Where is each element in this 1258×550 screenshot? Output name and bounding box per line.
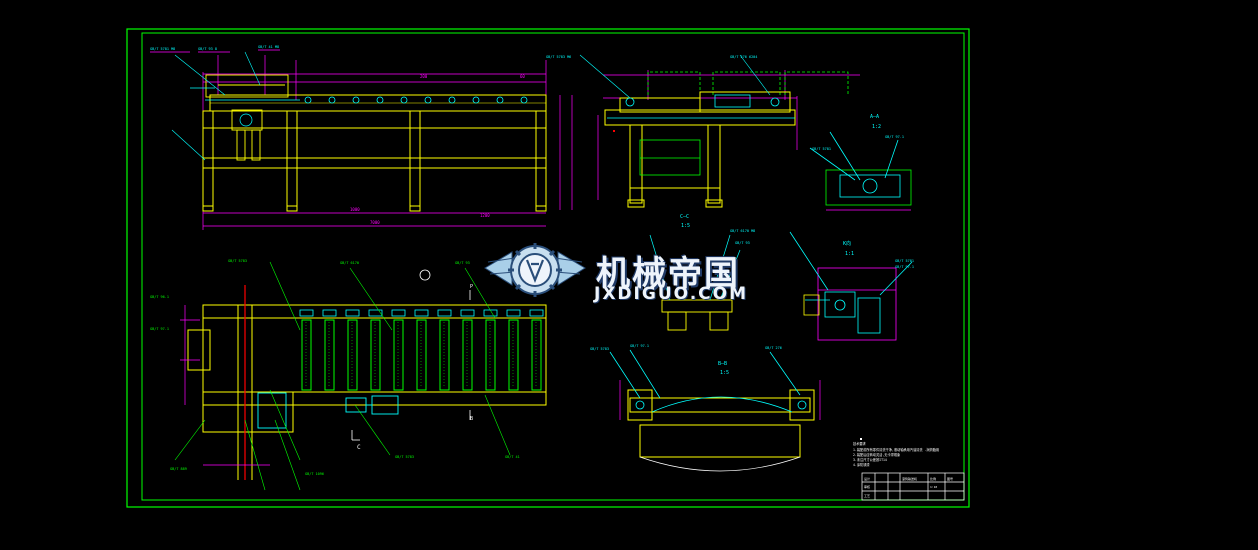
svg-text:1000: 1000 — [350, 207, 360, 212]
title-block — [861, 472, 965, 501]
plan-view: C B P GB/T 5783 GB/T 6170 GB/T 93 GB/T 1… — [150, 259, 547, 491]
svg-text:GB/T 1096: GB/T 1096 — [305, 472, 324, 476]
watermark-brand-text: 机械帝国 — [596, 254, 740, 294]
svg-text:GB/T 276: GB/T 276 — [765, 346, 782, 350]
svg-text:GB/T 276 6204: GB/T 276 6204 — [730, 55, 757, 59]
svg-text:技术要求: 技术要求 — [853, 441, 867, 446]
section-cc-scale: 1:5 — [681, 223, 690, 229]
svg-text:审核: 审核 — [864, 484, 870, 489]
section-bb: B–B 1:5 GB/T 5783 GB/T 97.1 GB/T 276 — [590, 344, 821, 472]
section-aa-scale: 1:2 — [872, 124, 881, 130]
svg-text:GB/T 97.1: GB/T 97.1 — [150, 327, 169, 331]
svg-text:3.未注尺寸公差按IT14: 3.未注尺寸公差按IT14 — [853, 457, 887, 462]
svg-text:GB/T 41 M8: GB/T 41 M8 — [258, 45, 279, 49]
section-bb-title: B–B — [718, 361, 727, 367]
svg-text:GB/T 5781: GB/T 5781 — [895, 259, 914, 263]
svg-text:GB/T 97.1: GB/T 97.1 — [630, 344, 649, 348]
svg-text:1200: 1200 — [480, 213, 490, 218]
roller-group — [301, 319, 542, 391]
svg-text:GB/T 5781 M8: GB/T 5781 M8 — [150, 47, 175, 51]
section-cc-title: C–C — [680, 214, 689, 220]
section-aa: A–A 1:2 GB/T 5781 GB/T 97.1 — [809, 114, 912, 211]
svg-text:GB/T 5781: GB/T 5781 — [812, 147, 831, 151]
svg-text:GB/T 5783: GB/T 5783 — [228, 259, 247, 263]
watermark-emblem — [484, 243, 586, 297]
svg-text:GB/T 97.1: GB/T 97.1 — [895, 265, 914, 269]
svg-text:GB/T 5783: GB/T 5783 — [590, 347, 609, 351]
section-marker-b: B — [470, 416, 473, 422]
svg-text:1.装配前所有零件清洗干净,滚动轴承用汽油清洗 .润滑脂用: 1.装配前所有零件清洗干净,滚动轴承用汽油清洗 .润滑脂用 — [853, 447, 939, 452]
watermark-url-text: JXDIGUO.COM — [594, 284, 749, 304]
detail-k-title: K向 — [843, 240, 851, 247]
svg-text:GB/T 6170: GB/T 6170 — [340, 261, 359, 265]
svg-text:GB/T 93: GB/T 93 — [455, 261, 470, 265]
detail-k: K向 1:1 GB/T 5781 GB/T 97.1 — [789, 231, 914, 341]
svg-text:比例: 比例 — [930, 476, 936, 481]
technical-notes: 技术要求 1.装配前所有零件清洗干净,滚动轴承用汽油清洗 .润滑脂用 2.装配后… — [853, 438, 939, 467]
svg-text:图号: 图号 — [947, 476, 953, 481]
svg-text:GB/T 93 8: GB/T 93 8 — [198, 47, 217, 51]
svg-text:滚筒输送机: 滚筒输送机 — [902, 476, 917, 481]
svg-text:200: 200 — [420, 74, 428, 79]
svg-text:GB/T 97.1: GB/T 97.1 — [885, 135, 904, 139]
svg-text:4.涂防锈漆: 4.涂防锈漆 — [853, 462, 870, 467]
section-aa-title: A–A — [870, 114, 879, 120]
svg-text:1:10: 1:10 — [930, 485, 937, 489]
svg-text:GB/T 93: GB/T 93 — [735, 241, 750, 245]
detail-k-scale: 1:1 — [845, 251, 854, 257]
svg-text:GB/T 6170 M8: GB/T 6170 M8 — [730, 229, 755, 233]
outer-border — [126, 28, 970, 508]
svg-text:2.装配后应转动灵活,无卡滞现象: 2.装配后应转动灵活,无卡滞现象 — [853, 452, 901, 457]
svg-text:GB/T 5783: GB/T 5783 — [395, 455, 414, 459]
svg-text:GB/T 96.1: GB/T 96.1 — [150, 295, 169, 299]
svg-text:60: 60 — [520, 74, 525, 79]
svg-text:GB/T 5783 M6: GB/T 5783 M6 — [546, 55, 571, 59]
front-elevation-view: 7000 1200 1000 200 60 — [150, 45, 573, 230]
section-marker-c: C — [357, 444, 361, 451]
side-view: GB/T 5783 M6 GB/T 276 6204 — [546, 54, 860, 208]
section-bb-scale: 1:5 — [720, 370, 729, 376]
svg-text:GB/T 41: GB/T 41 — [505, 455, 520, 459]
inner-border — [141, 32, 965, 501]
svg-text:7000: 7000 — [370, 220, 380, 225]
svg-text:设计: 设计 — [864, 476, 870, 481]
section-marker-p: P — [470, 284, 473, 290]
svg-text:GB/T 889: GB/T 889 — [170, 467, 187, 471]
svg-text:工艺: 工艺 — [864, 493, 870, 498]
section-cc: C–C 1:5 GB/T 6170 M8 GB/T 93 — [649, 214, 755, 331]
